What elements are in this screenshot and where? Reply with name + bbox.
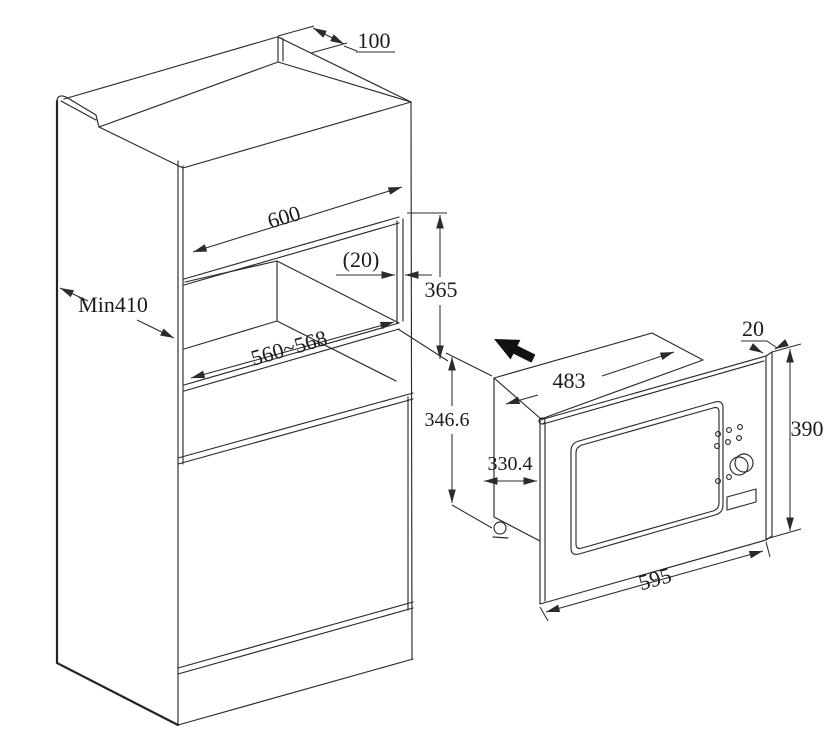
cabinet-left-wall-edge: [55, 99, 180, 727]
dimension-label: 365: [425, 277, 458, 302]
dimension-label: 346.6: [425, 409, 470, 431]
dimension-label: Min410: [78, 292, 148, 317]
leader-line: [343, 45, 395, 53]
dimension-label: 330.4: [488, 453, 533, 475]
extension-lines: [765, 343, 802, 540]
dimension-label: 100: [358, 28, 391, 53]
dimension-line: [545, 550, 764, 613]
dimension-label: 595: [636, 562, 675, 595]
cabinet-outline: [55, 36, 414, 727]
dimension-arrow-front: [136, 319, 175, 339]
dimension-arrow-right: [774, 339, 789, 350]
dimension-body-depth-330-4: 330.4: [484, 453, 537, 485]
extension-lines: [539, 541, 771, 622]
dimension-arrow-left: [749, 343, 764, 354]
dimension-line: [190, 321, 395, 379]
dimension-line: [192, 186, 403, 253]
dimension-line: [312, 27, 345, 45]
cabinet-top-front-edge: [182, 101, 412, 169]
cabinet-bottom-front-edge: [177, 658, 414, 726]
cabinet-left-wall-top: [56, 95, 184, 169]
display-window: [726, 488, 757, 511]
dimension-label: 483: [553, 368, 586, 393]
leader-line: [741, 340, 778, 349]
dimension-label: 600: [264, 200, 303, 233]
dimension-body-width-483: 483: [505, 351, 675, 405]
control-knob: [729, 456, 749, 476]
cabinet-right-wall-lip: [277, 36, 284, 63]
button-dot: [714, 443, 720, 449]
oven-window-inner: [575, 406, 720, 550]
oven-rear-foot: [493, 521, 507, 535]
oven-frame-right-side: [765, 351, 773, 541]
dimension-label: (20): [343, 247, 380, 272]
lower-section-top-edge: [177, 392, 414, 465]
extension-lines: [277, 25, 348, 54]
oven-body-left-face: [493, 377, 541, 542]
button-dot: [725, 439, 731, 445]
niche-interior-lines: [183, 260, 400, 382]
oven-rear-foot-base: [492, 536, 509, 539]
oven-frame-inner-edges: [542, 360, 765, 602]
door-bottom-edge: [177, 601, 414, 675]
control-knob-top: [734, 453, 754, 473]
dimension-body-height-346-6: 346.6: [425, 352, 493, 529]
oven-body-top-face: [493, 332, 704, 420]
oven-window-outer: [570, 401, 724, 555]
cabinet-lower-section: [177, 392, 414, 675]
cabinet-right-wall-top: [277, 36, 412, 103]
button-dot: [715, 478, 721, 484]
oven-hinge-pin: [538, 417, 546, 425]
dimension-line-left: [505, 394, 539, 405]
dimension-trim-thickness-20: 20: [741, 316, 789, 354]
button-dot: [726, 427, 732, 433]
dimension-min-depth-410: Min410: [59, 287, 175, 339]
niche-right-strip: [396, 218, 404, 324]
dimension-frame-height-390: 390: [765, 343, 824, 540]
cabinet-front-right-edge: [410, 101, 413, 660]
dimension-label: 560~568: [248, 325, 330, 371]
dimension-niche-width-560-568: 560~568: [190, 321, 395, 379]
dimension-side-gap-20: (20): [336, 247, 432, 279]
dimension-niche-height-365: 365: [397, 212, 458, 362]
button-dot: [726, 474, 732, 480]
insertion-arrow-icon: [494, 339, 536, 363]
dimension-arrow-back: [59, 287, 89, 302]
cabinet-niche: [183, 216, 404, 392]
dimension-label: 20: [742, 316, 764, 341]
dimension-label: 390: [791, 416, 824, 441]
cabinet-top-back-edge: [98, 61, 279, 128]
cabinet-top-right-edge: [277, 61, 412, 103]
dimension-line-right: [601, 351, 675, 377]
oven-control-panel: [714, 424, 757, 511]
cabinet-left-wall-top-inner: [60, 100, 97, 121]
button-dot: [715, 431, 721, 437]
dimension-vent-depth-100: 100: [277, 25, 395, 54]
extension-lines: [445, 352, 493, 529]
button-dot: [736, 435, 742, 441]
dimension-front-width-600: 600: [192, 186, 403, 253]
cabinet-back-wall-top: [63, 36, 278, 100]
button-dot: [737, 424, 743, 430]
oven-drawing: [492, 332, 773, 605]
